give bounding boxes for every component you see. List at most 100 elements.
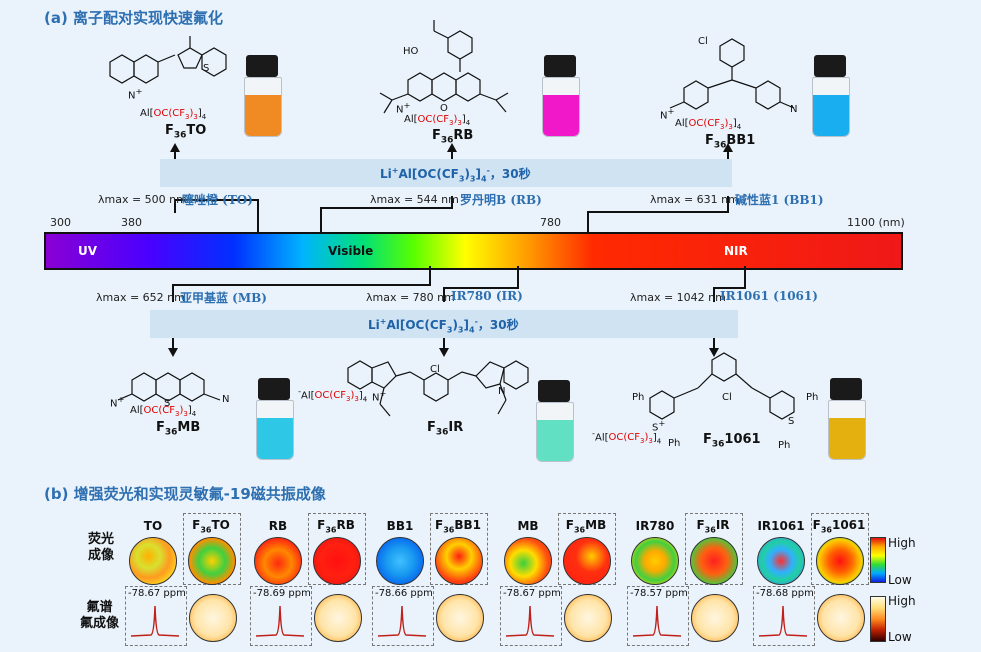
dashbox-bottom-4 bbox=[627, 586, 689, 646]
reagent-bottom-text: Li+Al[OC(CF3)3]4-，30秒 bbox=[368, 317, 519, 335]
fluor-image-right-0 bbox=[188, 537, 236, 585]
to-n-label: N+ bbox=[128, 86, 143, 102]
dye-name-mb: 亚甲基蓝 (MB) bbox=[180, 291, 267, 305]
ppm-value-4: -78.57 ppm bbox=[630, 588, 688, 599]
compound-f36to: F36TO bbox=[165, 123, 207, 141]
vial-liquid bbox=[257, 418, 293, 459]
f19-spectrum-4 bbox=[632, 605, 682, 637]
rb-xanthene-left bbox=[407, 72, 433, 102]
fluor-image-left-1 bbox=[254, 537, 302, 585]
ppm-value-5: -78.68 ppm bbox=[756, 588, 814, 599]
lambda-1061: λmax = 1042 nm bbox=[630, 291, 726, 304]
counterion-to: Al[OC(CF3)3]4 bbox=[140, 108, 207, 121]
mri-image-5 bbox=[817, 594, 865, 642]
fluor-image-left-3 bbox=[504, 537, 552, 585]
dye-name-ir: IR780 (IR) bbox=[451, 289, 523, 303]
counterion-rb: Al[OC(CF3)3]4 bbox=[404, 114, 471, 127]
vial-liquid bbox=[537, 420, 573, 461]
fluor-image-right-2 bbox=[435, 537, 483, 585]
f19-spectrum-2 bbox=[377, 605, 427, 637]
mb-left-ring bbox=[131, 372, 157, 402]
to-quinoline-ring-b bbox=[133, 54, 159, 84]
1061-s-right-label: S bbox=[788, 416, 795, 427]
tick-380: 380 bbox=[121, 216, 142, 229]
fluor-image-right-1 bbox=[313, 537, 361, 585]
colorbar-mri-high: High bbox=[888, 594, 916, 608]
tick-1100: 1100 (nm) bbox=[847, 216, 905, 229]
colorbar-mri-low: Low bbox=[888, 630, 912, 644]
ir-right-indole bbox=[475, 361, 505, 389]
mri-image-1 bbox=[314, 594, 362, 642]
dye-name-1061: IR1061 (1061) bbox=[720, 289, 818, 303]
ppm-value-0: -78.67 ppm bbox=[128, 588, 186, 599]
ppm-value-1: -78.69 ppm bbox=[253, 588, 311, 599]
vial-liquid bbox=[813, 95, 849, 136]
spectrum-nir-label: NIR bbox=[724, 244, 748, 258]
1061-ph-1: Ph bbox=[632, 392, 645, 403]
lambda-rb: λmax = 544 nm bbox=[370, 193, 459, 206]
lambda-to: λmax = 500 nm bbox=[98, 193, 187, 206]
row-label-mri: 氟谱氟成像 bbox=[80, 600, 120, 631]
bb1-right-ring bbox=[755, 80, 781, 110]
fluor-image-left-2 bbox=[376, 537, 424, 585]
mb-right-ring bbox=[179, 372, 205, 402]
rb-o-label: O bbox=[440, 103, 448, 114]
img-label-right-4: F36IR bbox=[696, 518, 730, 535]
compound-f361061: F361061 bbox=[703, 432, 761, 450]
tick-300: 300 bbox=[50, 216, 71, 229]
ir-left-benzo bbox=[347, 360, 373, 390]
to-benzo-ring bbox=[201, 47, 227, 77]
mri-image-0 bbox=[189, 594, 237, 642]
fluor-image-right-5 bbox=[816, 537, 864, 585]
ir-right-benzo bbox=[503, 360, 529, 390]
img-label-mb: MB bbox=[517, 519, 539, 533]
colorbar-fluor-high: High bbox=[888, 536, 916, 550]
vial-liquid bbox=[543, 95, 579, 136]
img-label-right-3: F36MB bbox=[565, 518, 607, 535]
img-label-right-0: F36TO bbox=[192, 518, 230, 535]
fluor-image-right-3 bbox=[563, 537, 611, 585]
compound-f36bb1: F36BB1 bbox=[705, 133, 756, 151]
img-label-rb: RB bbox=[268, 519, 288, 533]
dye-name-to: 噻唑橙 (TO) bbox=[182, 193, 253, 207]
lambda-ir: λmax = 780 nm bbox=[366, 291, 455, 304]
img-label-right-2: F36BB1 bbox=[435, 518, 481, 535]
ir-cyclohexene bbox=[423, 372, 449, 402]
spectrum-visible-label: Visible bbox=[328, 244, 374, 258]
lambda-mb: λmax = 652 nm bbox=[96, 291, 185, 304]
ir-n-right-label: N bbox=[498, 386, 506, 397]
dashbox-bottom-1 bbox=[250, 586, 312, 646]
fluor-image-left-5 bbox=[757, 537, 805, 585]
row-label-fluorescence: 荧光成像 bbox=[88, 532, 115, 563]
fluor-image-right-4 bbox=[690, 537, 738, 585]
counterion-bb1: Al[OC(CF3)3]4 bbox=[675, 118, 742, 131]
img-label-ir1061: IR1061 bbox=[757, 519, 805, 533]
ir-left-indole bbox=[371, 361, 397, 389]
compound-f36ir: F36IR bbox=[427, 420, 464, 438]
reagent-band-bottom bbox=[150, 310, 738, 338]
mri-image-4 bbox=[691, 594, 739, 642]
rb-n-label: N+ bbox=[396, 100, 411, 116]
section-b-title: (b) 增强荧光和实现灵敏氟-19磁共振成像 bbox=[44, 485, 326, 503]
1061-left-thiopyrylium bbox=[649, 390, 675, 420]
dye-name-bb1: 碱性蓝1 (BB1) bbox=[735, 193, 824, 207]
section-a-title: (a) 离子配对实现快速氟化 bbox=[44, 9, 224, 27]
bb1-n-right-label: N bbox=[790, 104, 798, 115]
1061-s-plus-label: S+ bbox=[652, 418, 666, 434]
compound-f36mb: F36MB bbox=[156, 420, 201, 438]
1061-ph-4: Ph bbox=[778, 440, 791, 451]
ppm-value-3: -78.67 ppm bbox=[503, 588, 561, 599]
f19-spectrum-1 bbox=[255, 605, 305, 637]
fluor-image-left-0 bbox=[129, 537, 177, 585]
tick-780: 780 bbox=[540, 216, 561, 229]
f19-spectrum-0 bbox=[130, 605, 180, 637]
vial-liquid bbox=[245, 95, 281, 136]
dashbox-bottom-5 bbox=[753, 586, 815, 646]
1061-cyclohexene bbox=[711, 352, 737, 382]
bb1-left-ring bbox=[683, 80, 709, 110]
img-label-bb1: BB1 bbox=[386, 519, 414, 533]
1061-ph-3: Ph bbox=[806, 392, 819, 403]
mri-image-2 bbox=[436, 594, 484, 642]
counterion-1061: -Al[OC(CF3)3]4 bbox=[592, 428, 662, 446]
